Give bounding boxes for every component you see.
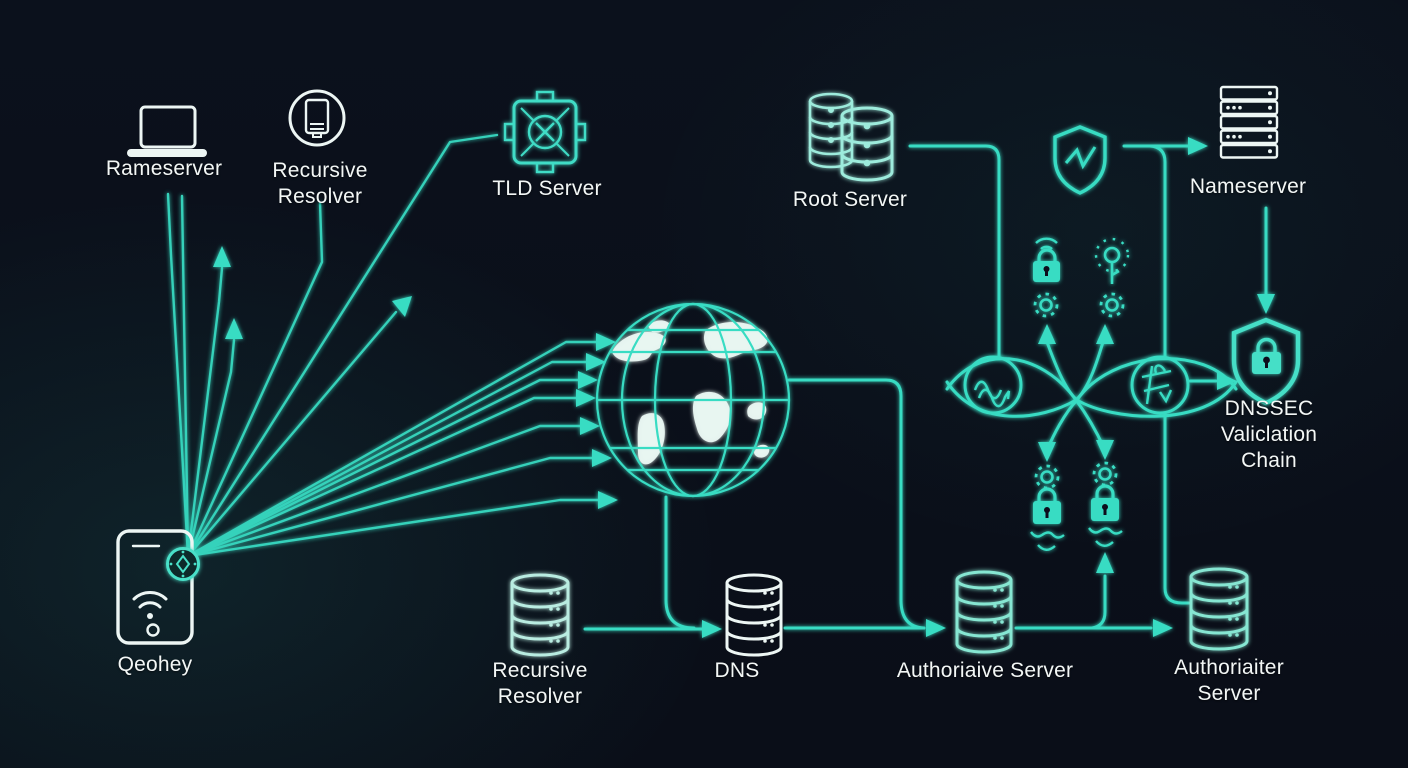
label-root-server: Root Server (792, 188, 908, 211)
gear-icon-top-right (1099, 292, 1125, 318)
gear-icon-bottom-left (1034, 464, 1060, 490)
globe-icon (595, 302, 791, 498)
wave-signature-icon (963, 355, 1023, 415)
wifi-icon (132, 591, 168, 619)
label-tld-server: TLD Server (492, 177, 602, 200)
resolver-circle-icon (288, 89, 346, 147)
key-signature-icon (1130, 355, 1190, 415)
database-icon-dns (725, 573, 783, 657)
database-icon-authoritative (955, 570, 1013, 654)
connector-root-to-signature (908, 144, 1001, 358)
label-recursive-resolver-bottom: Recursive Resolver (492, 659, 588, 709)
database-icon-authoritative2 (1189, 567, 1249, 651)
connector-key-to-authoritative2 (1163, 412, 1191, 605)
connector-authoritative-up (1090, 574, 1107, 630)
server-rack-icon (1219, 85, 1279, 159)
laptop-icon (127, 105, 207, 157)
connector-globe-down (664, 495, 696, 630)
connector-arrowheads (702, 137, 1275, 638)
chip-gear-icon (503, 90, 587, 174)
label-authoritative-server-2: Authoriaiter Server (1174, 656, 1284, 706)
shield-lock-icon (1231, 317, 1301, 406)
label-recursive-resolver-top: Recursive Resolver (272, 159, 368, 209)
label-nameserver: Nameserver (1189, 175, 1307, 198)
query-ray-arrowheads (213, 246, 618, 509)
label-dns: DNS (714, 659, 760, 682)
label-dnssec-chain: DNSSEC Valiclation Chain (1220, 397, 1318, 473)
sync-badge-icon (166, 547, 200, 581)
database-icon-recursive-resolver (510, 573, 570, 657)
label-rameserver: Rameserver (105, 157, 223, 180)
dnssec-curve-d (1045, 340, 1238, 418)
spark-key-icon (1094, 237, 1130, 284)
padlock-icon-bottom-right (1088, 484, 1123, 547)
label-authoritative-server: Authoriaive Server (896, 659, 1074, 682)
shield-check-icon (1053, 125, 1107, 195)
padlock-wifi-icon (1033, 237, 1060, 282)
gear-icon-top-left (1033, 292, 1059, 318)
connector-validation-up (1148, 144, 1167, 358)
label-qeohey: Qeohey (117, 653, 193, 676)
connectors (583, 144, 1268, 631)
gear-icon-bottom-right (1092, 461, 1118, 487)
dnssec-curve-c (1046, 357, 1238, 450)
database-stack-icon (808, 92, 894, 182)
query-ray-fan (166, 133, 600, 558)
connector-globe-to-authoritative (787, 378, 926, 630)
smartphone-icon (116, 529, 200, 645)
padlock-icon-bottom-left (1030, 487, 1065, 551)
